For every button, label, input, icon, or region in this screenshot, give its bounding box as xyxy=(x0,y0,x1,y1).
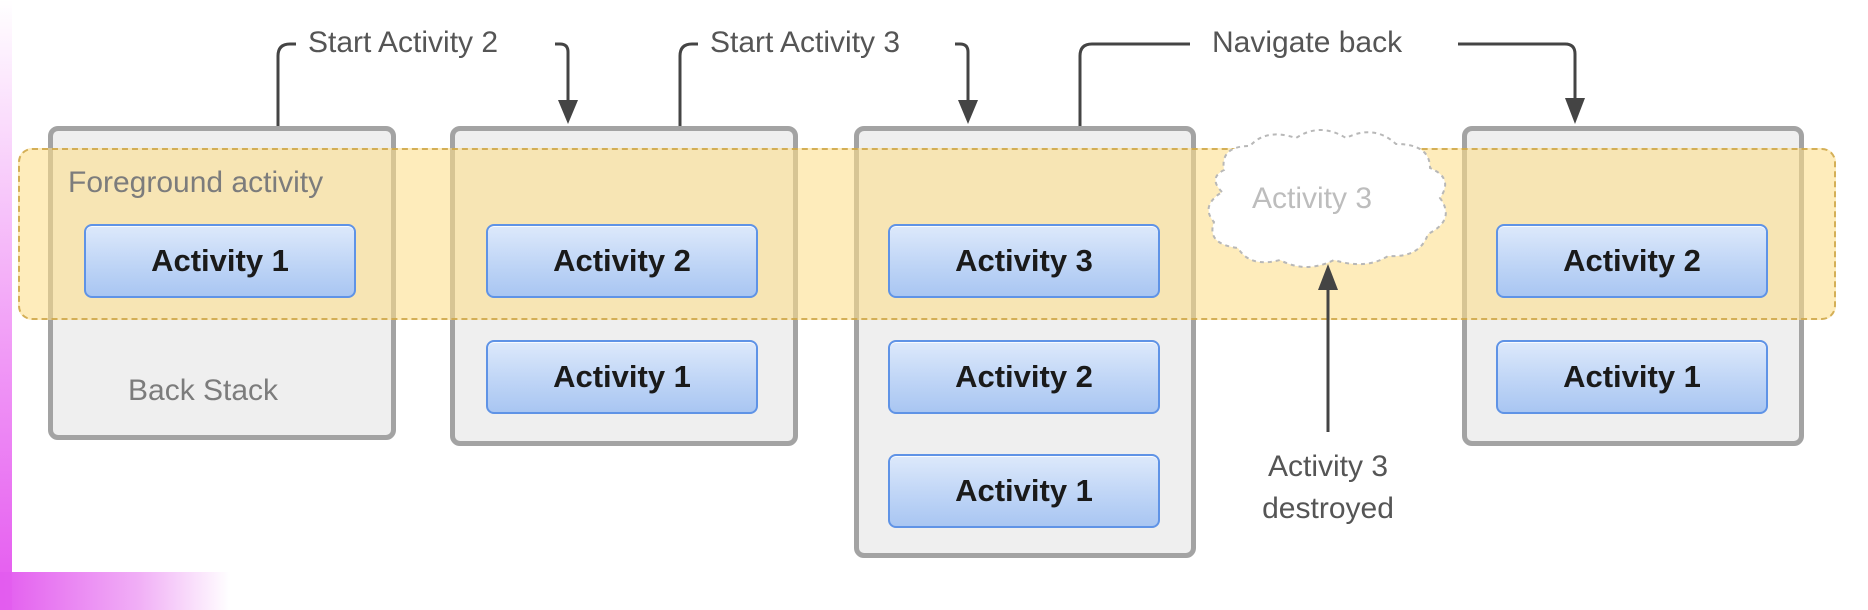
arrow-start-activity-3-right xyxy=(955,42,970,102)
label-foreground-activity: Foreground activity xyxy=(68,166,324,199)
activity-box: Activity 1 xyxy=(84,224,356,298)
label-destroyed-line-1: Activity 3 xyxy=(1267,450,1389,483)
arrow-start-activity-2-left xyxy=(276,42,296,126)
label-ghost-activity-3: Activity 3 xyxy=(1252,182,1373,215)
arrow-start-activity-2-right xyxy=(555,42,570,102)
label-navigate-back: Navigate back xyxy=(1212,26,1403,59)
activity-box: Activity 1 xyxy=(888,454,1160,528)
edge-gradient-left xyxy=(0,0,12,610)
label-back-stack: Back Stack xyxy=(128,374,279,407)
label-start-activity-2: Start Activity 2 xyxy=(308,26,499,59)
arrow-navigate-back-right xyxy=(1458,42,1577,100)
label-destroyed-line-2: destroyed xyxy=(1262,492,1394,525)
arrow-navigate-back-left xyxy=(1078,42,1190,126)
activity-box: Activity 2 xyxy=(888,340,1160,414)
label-start-activity-3: Start Activity 3 xyxy=(710,26,901,59)
activity-box: Activity 1 xyxy=(1496,340,1768,414)
activity-box: Activity 3 xyxy=(888,224,1160,298)
activity-box: Activity 2 xyxy=(1496,224,1768,298)
arrow-start-activity-3-left xyxy=(678,42,698,126)
edge-gradient-bottom xyxy=(0,572,230,610)
activity-box: Activity 2 xyxy=(486,224,758,298)
destroyed-activity-cloud xyxy=(1207,129,1447,268)
activity-box: Activity 1 xyxy=(486,340,758,414)
